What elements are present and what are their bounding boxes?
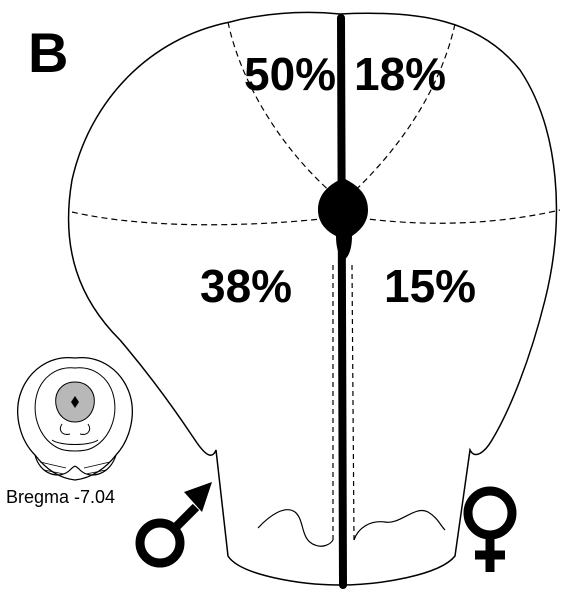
inset-slice [18, 358, 133, 480]
ventral-lobe-right [354, 511, 445, 540]
horizontal-boundary [72, 210, 560, 225]
inset-bottom-lobes [35, 455, 116, 475]
female-symbol-icon [468, 491, 512, 572]
inset-lower-structure [52, 424, 98, 445]
ventral-lobe-left [258, 510, 333, 546]
inset-bottom-hatch [40, 462, 110, 474]
quadrant-female-dorsal: 18% [354, 48, 446, 100]
quadrant-male-ventral: 38% [200, 260, 292, 312]
quadrant-female-ventral: 15% [384, 260, 476, 312]
panel-label: B [28, 21, 68, 84]
midline [341, 18, 343, 585]
quadrant-male-dorsal: 50% [244, 48, 336, 100]
inset-caption: Bregma -7.04 [6, 487, 115, 507]
male-symbol-icon [140, 482, 212, 563]
